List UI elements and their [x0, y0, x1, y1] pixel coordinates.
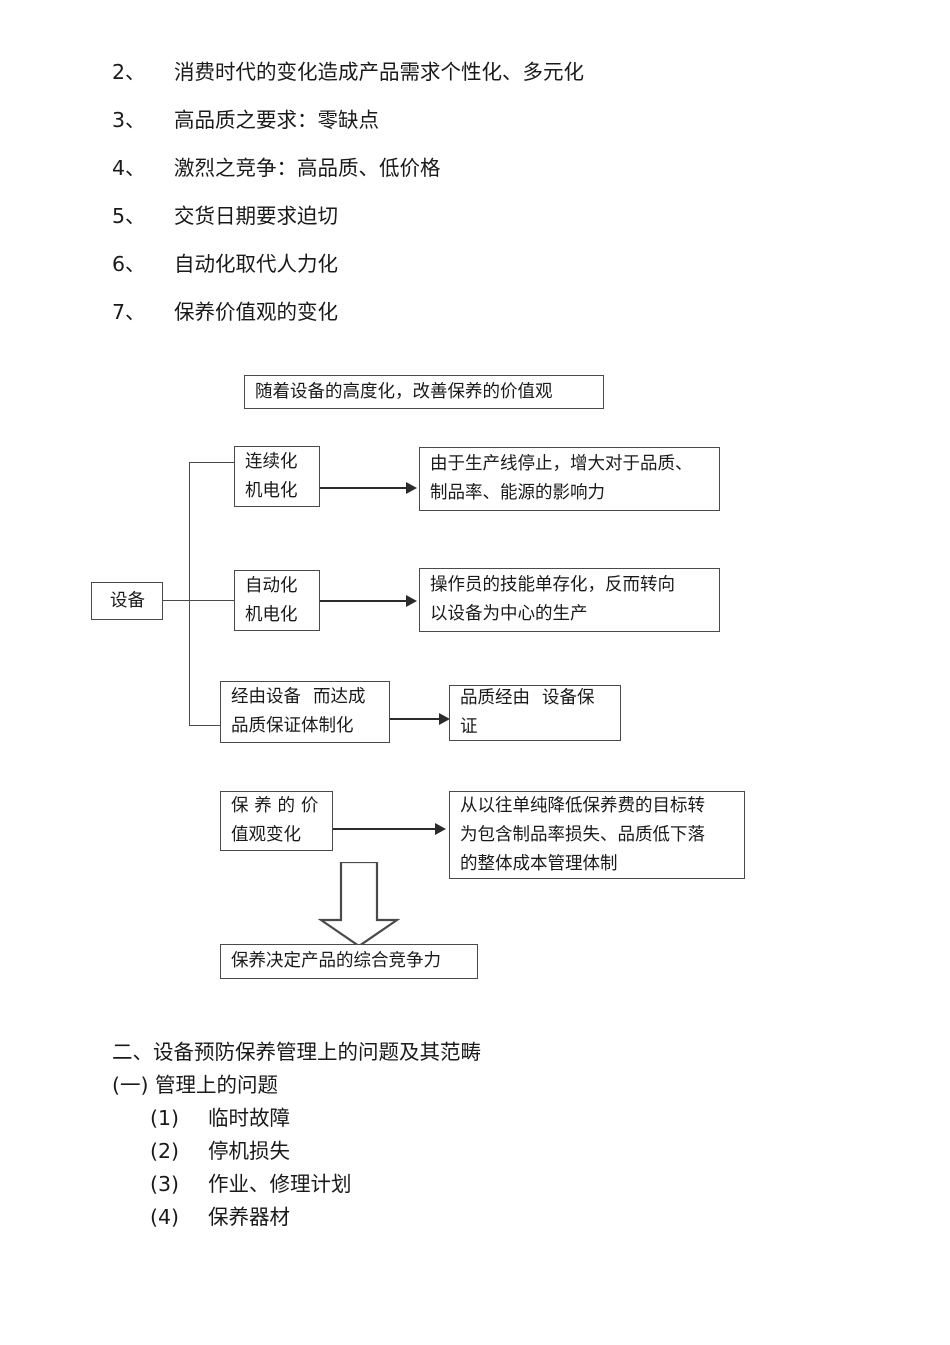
connector-spine-to-branch2 — [189, 600, 235, 602]
effect-box-line1: 从以往单纯降低保养费的目标转 — [460, 795, 705, 816]
list-item-text: 作业、修理计划 — [208, 1172, 352, 1196]
list-item-text: 保养器材 — [208, 1205, 290, 1229]
arrow-shaft-branch3 — [390, 718, 442, 720]
conclusion-box: 保养决定产品的综合竞争力 — [220, 944, 478, 979]
effect-box-total-cost-management: 从以往单纯降低保养费的目标转 为包含制品率损失、品质低下落 的整体成本管理体制 — [449, 791, 745, 879]
effect-box-line1: 操作员的技能单存化，反而转向 — [430, 575, 675, 595]
cause-box-quality-assurance-system: 经由设备而达成 品质保证体制化 — [220, 681, 390, 743]
arrow-shaft-value-change — [333, 828, 437, 830]
cause-box-line2: 机电化 — [245, 480, 298, 501]
source-box-equipment: 设备 — [91, 582, 163, 620]
arrowhead-branch1 — [406, 482, 417, 494]
list-item-number: 6、 — [112, 252, 146, 276]
effect-box-line2: 为包含制品率损失、品质低下落 — [460, 824, 705, 845]
list-item: 6、 自动化取代人力化 — [112, 240, 872, 288]
cause-box-line2: 值观变化 — [231, 825, 301, 845]
effect-box-line2: 以设备为中心的生产 — [430, 604, 588, 624]
list-item-text: 交货日期要求迫切 — [174, 204, 338, 228]
diagram-header-text: 随着设备的高度化，改善保养的价值观 — [255, 381, 553, 402]
list-item-text: 高品质之要求：零缺点 — [174, 108, 379, 132]
cause-box-line2: 品质保证体制化 — [231, 716, 354, 736]
arrow-shaft-branch1 — [320, 487, 408, 489]
list-item-text: 消费时代的变化造成产品需求个性化、多元化 — [174, 60, 584, 84]
list-item-number: (2) — [150, 1139, 180, 1163]
effect-box-line2: 证 — [460, 717, 478, 737]
cause-box-line1: 自动化 — [245, 575, 298, 596]
list-item-text: 临时故障 — [208, 1106, 290, 1130]
connector-spine-to-branch3 — [189, 725, 220, 727]
list-item: 4、 激烈之竞争：高品质、低价格 — [112, 144, 872, 192]
down-block-arrow-icon — [318, 862, 400, 948]
bottom-section: 二、设备预防保养管理上的问题及其范畴 (一) 管理上的问题 (1) 临时故障 (… — [112, 1036, 872, 1234]
list-item: 3、 高品质之要求：零缺点 — [112, 96, 872, 144]
cause-box-line1-part2: 而达成 — [313, 687, 366, 707]
top-numbered-list: 2、 消费时代的变化造成产品需求个性化、多元化 3、 高品质之要求：零缺点 4、… — [112, 48, 872, 336]
list-item: (4) 保养器材 — [112, 1201, 872, 1234]
list-item-number: 5、 — [112, 204, 146, 228]
connector-spine — [189, 462, 191, 726]
connector-spine-to-branch1 — [189, 462, 235, 464]
cause-box-automation-mechatronic: 自动化 机电化 — [234, 570, 320, 631]
arrowhead-branch3 — [439, 713, 450, 725]
list-item-number: (1) — [150, 1106, 180, 1130]
list-item-number: 2、 — [112, 60, 146, 84]
cause-box-continuous-mechatronic: 连续化 机电化 — [234, 446, 320, 507]
cause-box-maintenance-value-change: 保养的价 值观变化 — [220, 791, 333, 851]
effect-box-operator-skill-shift: 操作员的技能单存化，反而转向 以设备为中心的生产 — [419, 568, 720, 632]
list-item-number: (4) — [150, 1205, 180, 1229]
cause-box-line1: 连续化 — [245, 451, 298, 472]
cause-box-line1: 保养的价 — [231, 796, 325, 816]
effect-box-line1-part1: 品质经由 — [460, 688, 530, 708]
effect-box-line-stop-impact: 由于生产线停止，增大对于品质、 制品率、能源的影响力 — [419, 447, 720, 511]
cause-box-line2: 机电化 — [245, 604, 298, 625]
list-item-text: 停机损失 — [208, 1139, 290, 1163]
diagram-header-box: 随着设备的高度化，改善保养的价值观 — [244, 375, 604, 409]
list-item-number: 3、 — [112, 108, 146, 132]
section-subheading: (一) 管理上的问题 — [112, 1073, 279, 1097]
list-item-number: 7、 — [112, 300, 146, 324]
list-item: 5、 交货日期要求迫切 — [112, 192, 872, 240]
effect-box-quality-via-equipment: 品质经由设备保 证 — [449, 685, 621, 741]
conclusion-box-text: 保养决定产品的综合竞争力 — [231, 951, 441, 971]
effect-box-line3: 的整体成本管理体制 — [460, 853, 618, 874]
list-item-number: 4、 — [112, 156, 146, 180]
connector-source-to-spine — [163, 600, 190, 602]
effect-box-line1-part2: 设备保 — [542, 688, 595, 708]
list-item: (2) 停机损失 — [112, 1135, 872, 1168]
section-heading: 二、设备预防保养管理上的问题及其范畴 — [112, 1040, 481, 1064]
arrow-shaft-branch2 — [320, 600, 408, 602]
effect-box-line1: 由于生产线停止，增大对于品质、 — [430, 454, 693, 474]
cause-box-line1-part1: 经由设备 — [231, 687, 301, 707]
list-item-number: (3) — [150, 1172, 180, 1196]
list-item: 7、 保养价值观的变化 — [112, 288, 872, 336]
arrowhead-branch2 — [406, 595, 417, 607]
effect-box-line1: 品质经由设备保 — [460, 684, 611, 713]
list-item-text: 自动化取代人力化 — [174, 252, 338, 276]
source-box-label: 设备 — [110, 590, 145, 611]
list-item-text: 保养价值观的变化 — [174, 300, 338, 324]
list-item: (3) 作业、修理计划 — [112, 1168, 872, 1201]
list-item-text: 激烈之竞争：高品质、低价格 — [174, 156, 441, 180]
effect-box-line2: 制品率、能源的影响力 — [430, 483, 605, 503]
list-item: 2、 消费时代的变化造成产品需求个性化、多元化 — [112, 48, 872, 96]
arrowhead-value-change — [435, 823, 446, 835]
cause-box-line1: 经由设备而达成 — [231, 683, 380, 712]
list-item: (1) 临时故障 — [112, 1102, 872, 1135]
